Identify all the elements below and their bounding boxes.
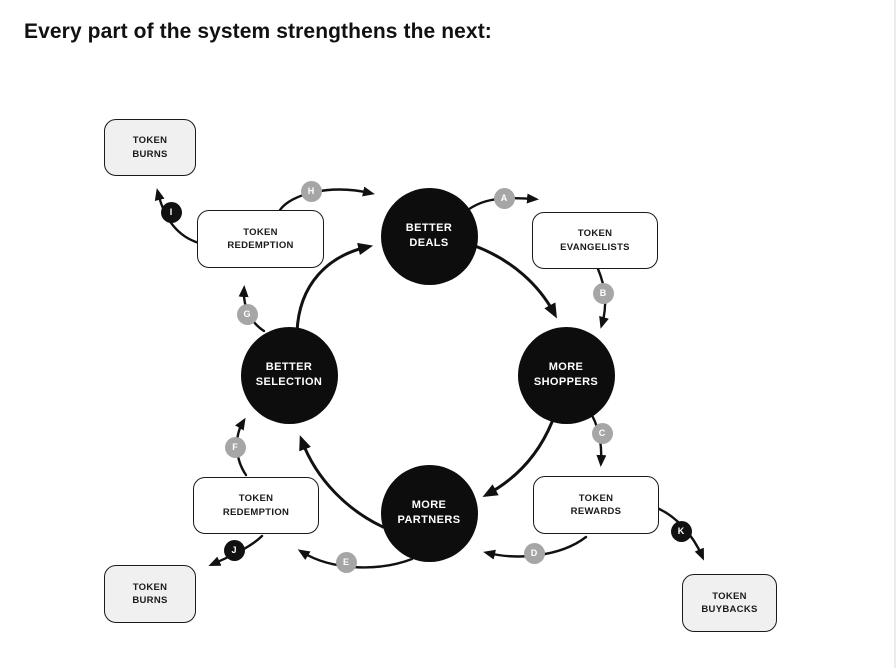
node-label-line: TOKEN	[243, 226, 278, 238]
node-label-line: EVANGELISTS	[560, 241, 630, 253]
node-label-line: MORE	[548, 361, 584, 374]
badge-d: D	[523, 542, 545, 564]
badge-e: E	[335, 551, 357, 573]
node-token-burns-top: TOKEN BURNS	[104, 119, 196, 176]
node-better-selection: BETTER SELECTION	[240, 326, 338, 424]
node-label-line: BUYBACKS	[701, 604, 758, 615]
node-label-line: TOKEN	[712, 590, 747, 602]
node-label-line: TOKEN	[578, 492, 614, 504]
badge-j: J	[223, 539, 245, 561]
node-token-burns-bottom: TOKEN BURNS	[104, 565, 196, 623]
node-better-deals: BETTER DEALS	[380, 187, 478, 285]
node-more-shoppers: MORE SHOPPERS	[517, 326, 615, 424]
node-label-line: TOKEN	[132, 135, 168, 147]
node-label-line: PARTNERS	[397, 514, 461, 526]
node-token-redemption-top: TOKEN REDEMPTION	[197, 210, 324, 268]
node-label-line: TOKEN	[238, 493, 274, 505]
badge-g: G	[236, 303, 258, 325]
node-label-line: BETTER	[405, 222, 453, 235]
arc-shoppers-to-partners	[482, 420, 554, 498]
node-token-buybacks: TOKEN BUYBACKS	[682, 574, 777, 632]
node-more-partners: MORE PARTNERS	[380, 464, 478, 562]
node-label-line: BETTER	[265, 361, 313, 374]
badge-c: C	[591, 422, 613, 444]
arc-deals-to-shoppers	[473, 244, 557, 319]
node-token-redemption-bottom: TOKEN REDEMPTION	[193, 477, 319, 534]
arc-partners-to-selection	[299, 435, 385, 529]
node-label-line: REDEMPTION	[222, 506, 290, 518]
arrow-e-partners-to-redemption	[297, 549, 414, 569]
node-label-line: REWARDS	[570, 506, 622, 517]
arrow-h-redemption-to-deals	[278, 186, 375, 212]
badge-k: K	[670, 520, 692, 542]
badge-a: A	[493, 187, 515, 209]
node-label-line: MORE	[411, 499, 447, 512]
node-label-line: SHOPPERS	[533, 376, 599, 388]
arc-selection-to-deals	[295, 242, 374, 334]
node-label-line: SELECTION	[255, 376, 323, 388]
arrow-i-redemption-to-burns	[154, 188, 201, 245]
node-label-line: TOKEN	[577, 228, 613, 240]
badge-b: B	[592, 282, 614, 304]
badge-f: F	[224, 436, 246, 458]
badge-i: I	[160, 201, 182, 223]
node-label-line: DEALS	[409, 237, 449, 249]
node-label-line: BURNS	[132, 148, 168, 160]
page-title: Every part of the system strengthens the…	[24, 20, 492, 43]
node-label-line: BURNS	[132, 595, 168, 606]
node-token-rewards: TOKEN REWARDS	[533, 476, 659, 534]
node-label-line: TOKEN	[132, 581, 168, 593]
node-label-line: REDEMPTION	[227, 240, 294, 251]
badge-h: H	[300, 180, 322, 202]
node-token-evangelists: TOKEN EVANGELISTS	[532, 212, 658, 269]
